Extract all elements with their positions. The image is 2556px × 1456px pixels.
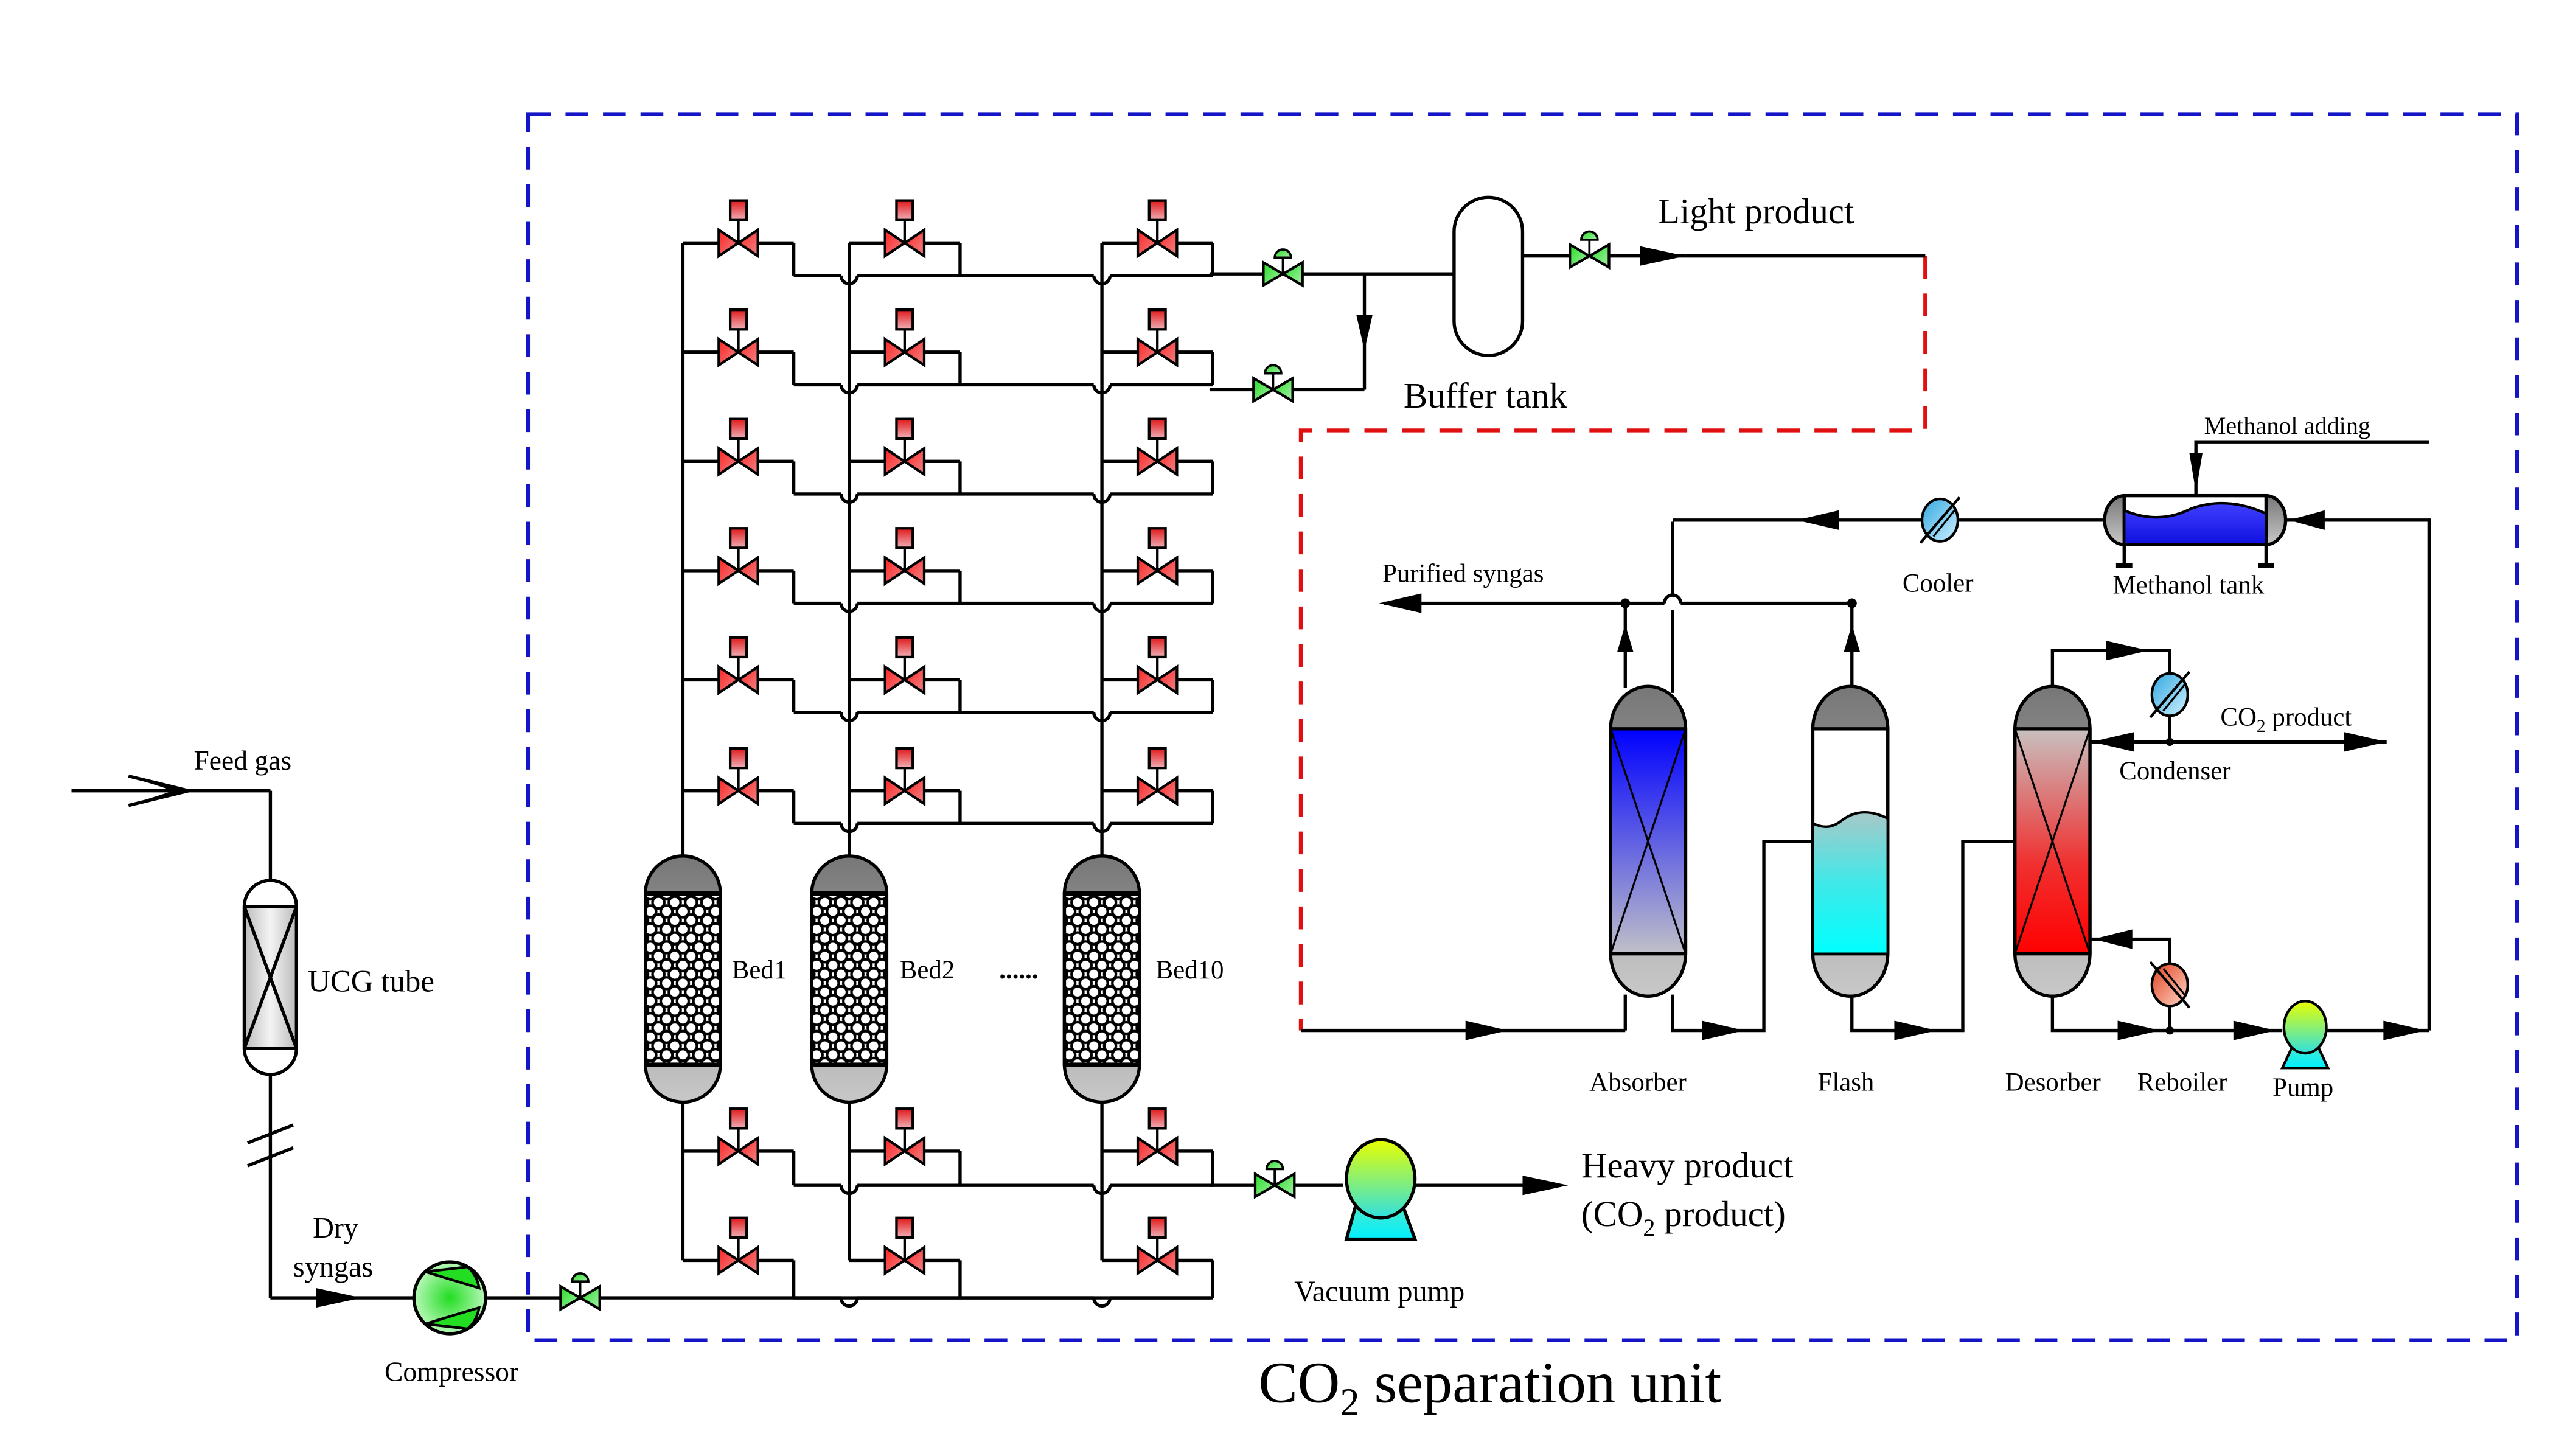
- flow-arrow-icon: [2288, 510, 2325, 530]
- desorber-vessel: [2013, 684, 2092, 998]
- beds-ellipsis: ......: [999, 956, 1038, 984]
- flash-vessel: [1811, 684, 1890, 998]
- psa-beds-section: [646, 195, 1926, 1308]
- upper-solenoid-valve-3-1[interactable]: [719, 419, 757, 475]
- upper-solenoid-valve-2-2[interactable]: [885, 310, 924, 365]
- upper-solenoid-valve-5-3[interactable]: [1138, 638, 1177, 693]
- flow-arrow-icon: [1465, 1020, 1508, 1040]
- buffer-tank-vessel: [1452, 195, 1525, 357]
- light-product-label: Light product: [1658, 191, 1854, 231]
- upper-solenoid-valve-2-1[interactable]: [719, 310, 757, 365]
- lower-solenoid-valve-2-1[interactable]: [719, 1218, 757, 1273]
- dry-syngas-label-2: syngas: [293, 1251, 373, 1283]
- flow-arrow-icon: [1702, 1020, 1744, 1040]
- absorption-section: [1301, 440, 2431, 1070]
- lower-solenoid-valve-2-2[interactable]: [885, 1218, 924, 1273]
- light-control-valve-2-icon[interactable]: [1253, 365, 1292, 401]
- absorber-vessel: [1609, 684, 1688, 998]
- methanol-adding-arrow-icon: [2189, 453, 2203, 493]
- purified-syngas-label: Purified syngas: [1382, 560, 1544, 588]
- lower-solenoid-valve-1-1[interactable]: [719, 1109, 757, 1164]
- solvent-pump-icon: [2280, 1000, 2330, 1070]
- upper-solenoid-valve-1-1[interactable]: [719, 201, 757, 256]
- cooler-icon: [1920, 497, 1959, 543]
- vacuum-pump-icon: [1344, 1138, 1418, 1241]
- heavy-product-label-1: Heavy product: [1581, 1145, 1794, 1185]
- upper-solenoid-valve-6-3[interactable]: [1138, 748, 1177, 804]
- flow-arrow-icon: [1796, 510, 1839, 530]
- unit-title: CO2 separation unit: [1258, 1350, 1721, 1424]
- co2-product-label: CO2 product: [2220, 703, 2352, 736]
- upper-solenoid-valve-4-2[interactable]: [885, 528, 924, 583]
- flow-arrow-icon: [2117, 1020, 2161, 1040]
- upper-solenoid-valve-4-1[interactable]: [719, 528, 757, 583]
- cooler-label: Cooler: [1903, 570, 1974, 598]
- feed-control-valve-icon[interactable]: [560, 1273, 599, 1309]
- upper-solenoid-valve-1-3[interactable]: [1138, 201, 1177, 256]
- lower-solenoid-valve-1-3[interactable]: [1138, 1109, 1177, 1164]
- ucg-tube-label: UCG tube: [308, 964, 434, 998]
- upper-solenoid-valve-5-1[interactable]: [719, 638, 757, 693]
- buffer-outlet-valve-icon[interactable]: [1570, 232, 1609, 268]
- flow-arrow-icon: [1522, 1176, 1569, 1196]
- upper-solenoid-valve-5-2[interactable]: [885, 638, 924, 693]
- labels: Feed gas UCG tube Dry syngas Compressor …: [193, 191, 2370, 1424]
- desorber-label: Desorber: [2005, 1068, 2101, 1097]
- upper-solenoid-valve-1-2[interactable]: [885, 201, 924, 256]
- compressor-icon: [412, 1260, 487, 1336]
- absorber-label: Absorber: [1589, 1068, 1687, 1097]
- reboiler-label: Reboiler: [2137, 1068, 2227, 1097]
- light-control-valve-1-icon[interactable]: [1263, 249, 1302, 285]
- upper-solenoid-valve-6-2[interactable]: [885, 748, 924, 804]
- reboiler-icon: [2150, 962, 2189, 1008]
- upper-solenoid-valve-3-2[interactable]: [885, 419, 924, 475]
- flow-arrow-icon: [2106, 641, 2149, 661]
- upper-solenoid-valve-4-3[interactable]: [1138, 528, 1177, 583]
- flow-arrow-icon: [316, 1287, 362, 1308]
- feed-gas-label: Feed gas: [193, 745, 291, 776]
- bed1-vessel: [646, 856, 720, 1102]
- upper-solenoid-valve-2-3[interactable]: [1138, 310, 1177, 365]
- upper-solenoid-valve-3-3[interactable]: [1138, 419, 1177, 475]
- bed1-label: Bed1: [732, 956, 787, 984]
- feed-gas-arrow-icon-2: [146, 779, 181, 802]
- upper-solenoid-valve-6-1[interactable]: [719, 748, 757, 804]
- bed2-vessel: [812, 856, 886, 1102]
- condenser-icon: [2150, 672, 2189, 717]
- bed10-label: Bed10: [1156, 956, 1224, 984]
- flow-arrow-icon: [1894, 1020, 1937, 1040]
- flash-label: Flash: [1817, 1068, 1874, 1097]
- pump-label: Pump: [2272, 1073, 2333, 1102]
- methanol-tank-vessel: [2103, 493, 2288, 568]
- vacuum-pump-label: Vacuum pump: [1294, 1275, 1464, 1308]
- methanol-adding-label: Methanol adding: [2204, 412, 2370, 439]
- compressor-label: Compressor: [385, 1356, 518, 1387]
- heavy-control-valve-icon[interactable]: [1255, 1161, 1294, 1197]
- lower-solenoid-valve-1-2[interactable]: [885, 1109, 924, 1164]
- heavy-product-label-2: (CO2 product): [1581, 1194, 1786, 1241]
- ucg-tube-vessel: [242, 879, 298, 1076]
- feed-section: [71, 774, 1210, 1336]
- dry-syngas-label-1: Dry: [313, 1212, 358, 1244]
- flow-arrow-icon: [1356, 315, 1373, 351]
- lower-solenoid-valve-2-3[interactable]: [1138, 1218, 1177, 1273]
- light-product-recycle-line: [1298, 256, 1927, 1031]
- methanol-tank-label: Methanol tank: [2113, 571, 2265, 599]
- flow-arrow-icon: [2233, 1020, 2276, 1040]
- bed10-vessel: [1064, 856, 1139, 1102]
- condenser-label: Condenser: [2119, 757, 2230, 785]
- bed2-label: Bed2: [900, 956, 955, 984]
- flow-arrow-icon: [1379, 593, 1422, 613]
- pipe-break-icon: [246, 1123, 294, 1144]
- co2-product-arrow-icon: [2344, 732, 2387, 752]
- co2-separation-unit-boundary: [526, 112, 2519, 1342]
- flow-arrow-icon: [1640, 246, 1686, 266]
- buffer-tank-label: Buffer tank: [1404, 375, 1567, 416]
- flow-arrow-icon: [2383, 1020, 2426, 1040]
